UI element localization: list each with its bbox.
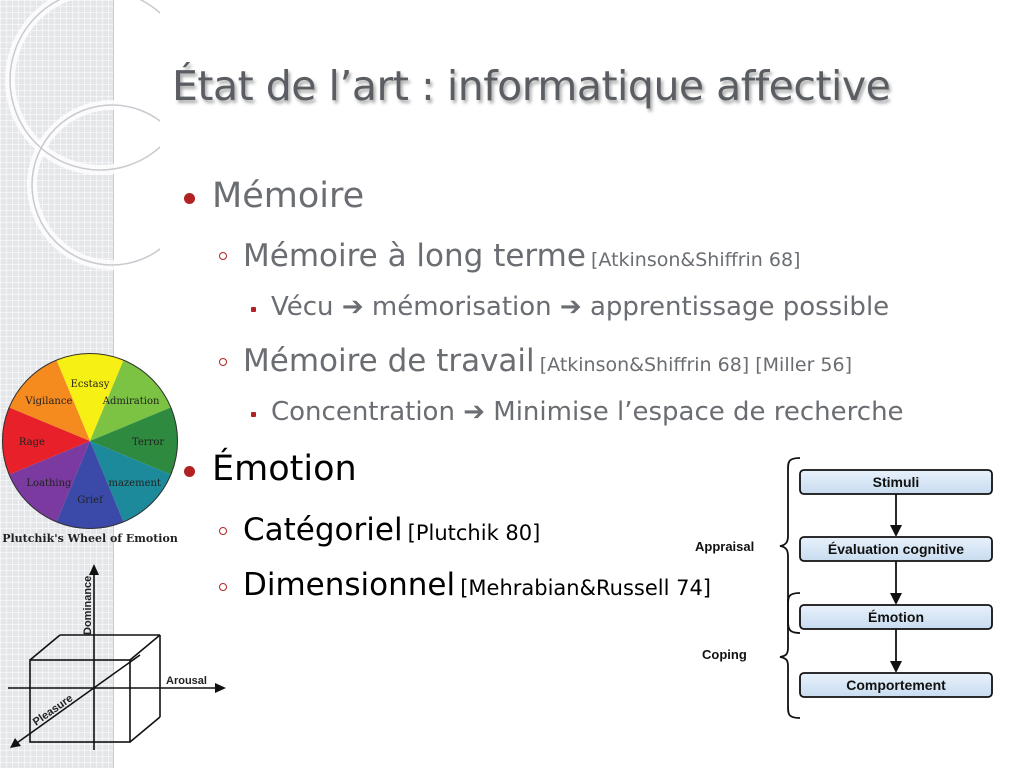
flow-box-label: Évaluation cognitive (828, 541, 964, 557)
wheel-segment (56, 353, 124, 441)
decorative-arcs (5, 0, 160, 270)
wheel-label: Loathing (26, 478, 72, 489)
flow-arrowhead (890, 525, 902, 537)
arrow-right-icon: ➔ (463, 397, 485, 427)
flow-box-label: Comportement (846, 677, 946, 693)
bullet-square (251, 307, 256, 312)
arrow-right-icon: ➔ (559, 292, 582, 322)
flow-arrowhead (890, 593, 902, 605)
wheel-segment (90, 441, 172, 523)
axis-pleasure: Pleasure (31, 692, 75, 728)
bullet-dimensionnel: Dimensionnel [Mehrabian&Russell 74] (243, 567, 711, 603)
wheel-label: Amazement (100, 478, 161, 489)
axis-dominance: Dominance (82, 576, 94, 635)
bullet-emotion: Émotion (212, 449, 357, 489)
wheel-label: Terror (132, 437, 164, 448)
wheel-label: Vigilance (24, 396, 72, 407)
flow-box-label: Émotion (868, 609, 924, 625)
flow-box (799, 672, 993, 698)
bullet-circle (219, 252, 227, 260)
flow-arrowhead (890, 661, 902, 673)
flow-box-label: Stimuli (873, 474, 920, 490)
arrow-right-icon: ➔ (341, 292, 364, 322)
label-appraisal: Appraisal (695, 539, 754, 554)
wheel-label: Admiration (102, 396, 160, 407)
bullet-circle (219, 583, 227, 591)
bullet-long-terme: Mémoire à long terme [Atkinson&Shiffrin … (243, 238, 801, 274)
bullet-square (251, 412, 256, 417)
wheel-segment (56, 441, 124, 530)
bullet-memoire: Mémoire (212, 176, 365, 216)
wheel-segment (90, 359, 172, 441)
wheel-segment (90, 407, 179, 475)
bullet-travail: Mémoire de travail [Atkinson&Shiffrin 68… (243, 343, 853, 379)
pad-cube: Dominance Arousal Pleasure (8, 564, 226, 750)
label-coping: Coping (702, 647, 747, 662)
wheel-segment (1, 407, 90, 475)
axis-arousal: Arousal (166, 675, 207, 687)
bullet-concentration: Concentration ➔ Minimise l’espace de rec… (271, 397, 904, 427)
wheel-segment (8, 359, 91, 441)
bullet-dot (184, 193, 195, 204)
wheel-label: Ecstasy (71, 379, 110, 390)
wheel-label: Rage (19, 437, 45, 448)
bullet-vecu: Vécu ➔ mémorisation ➔ apprentissage poss… (271, 292, 890, 322)
bullet-circle (219, 358, 227, 366)
slide-title: État de l’art : informatique affective (172, 62, 891, 110)
wheel-label: Grief (77, 495, 104, 506)
wheel-segment (8, 441, 91, 523)
bullet-dot (184, 466, 195, 477)
wheel-caption: Plutchik's Wheel of Emotion (2, 532, 178, 545)
bullet-circle (219, 527, 227, 535)
bullet-categoriel: Catégoriel [Plutchik 80] (243, 512, 541, 548)
wheel-outline (2, 353, 178, 529)
